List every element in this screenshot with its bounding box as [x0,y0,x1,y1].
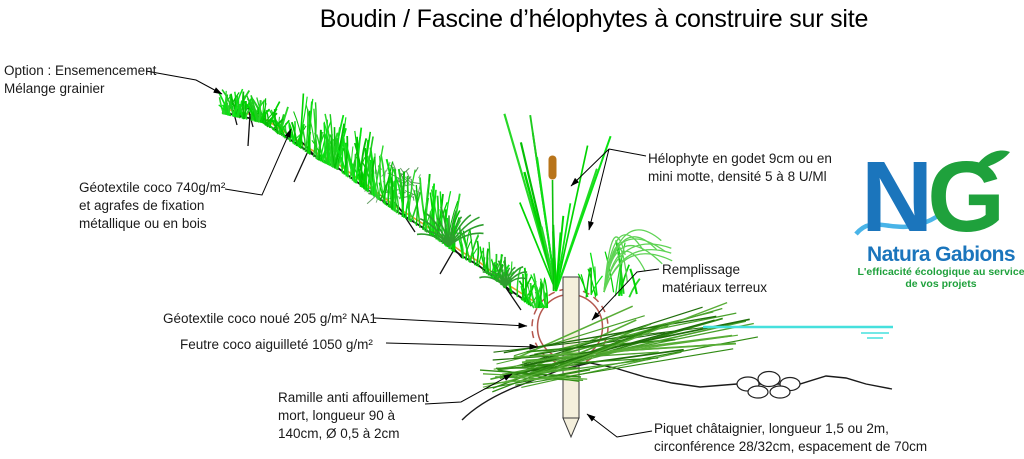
logo-decoration [852,150,1010,236]
label-line: Option : Ensemencement [4,63,157,78]
label-line: mort, longueur 90 à [278,408,396,423]
label-line: Feutre coco aiguilleté 1050 g/m² [180,337,373,352]
label-line: Remplissage [662,262,741,277]
label-piquet: Piquet châtaignier, longueur 1,5 ou 2m, … [654,420,927,456]
label-line: Piquet châtaignier, longueur 1,5 ou 2m, [654,421,889,436]
label-ramille: Ramille anti affouillement mort, longueu… [278,389,429,443]
label-line: matériaux terreux [662,280,768,295]
label-line: et agrafes de fixation [79,198,205,213]
label-remplissage: Remplissage matériaux terreux [662,261,767,297]
logo-tagline: L'efficacité écologique au service de vo… [852,266,1024,290]
brushwood-bundle [479,301,759,393]
label-option: Option : Ensemencement Mélange grainier [4,62,156,98]
label-line: Géotextile coco noué 205 g/m² NA1 [163,311,377,326]
label-helophyte: Hélophyte en godet 9cm ou en mini motte,… [648,150,832,186]
diagram-title: Boudin / Fascine d’hélophytes à construi… [319,5,869,33]
logo-letter-n: N [861,141,933,253]
label-line: métallique ou en bois [79,216,207,231]
stones [736,370,801,399]
label-line: Ramille anti affouillement [278,390,429,405]
label-geotextile-205: Géotextile coco noué 205 g/m² NA1 [163,310,377,328]
label-line: Hélophyte en godet 9cm ou en [648,151,832,166]
leafy-plants [416,206,528,288]
staples-group [231,105,522,311]
logo-wordmark: Natura Gabions [867,243,1016,266]
logo-tagline-line: de vos projets [905,277,977,290]
label-line: mini motte, densité 5 à 8 U/Ml [648,169,827,184]
logo-tagline-line: L'efficacité écologique au service [857,266,1024,278]
label-geotextile-740: Géotextile coco 740g/m² et agrafes de fi… [79,179,225,233]
helophyte-plant [503,113,612,292]
label-line: Mélange grainier [4,81,105,96]
arching-plant [603,229,673,293]
leader-lines [145,70,660,438]
label-feutre: Feutre coco aiguilleté 1050 g/m² [180,336,373,354]
water-level [703,325,893,339]
label-line: Géotextile coco 740g/m² [79,180,226,195]
logo-letter-g: G [927,141,1005,253]
label-line: circonférence 28/32cm, espacement de 70c… [654,439,928,454]
logo-letters: NG [861,147,1005,247]
label-line: 140cm, Ø 0,5 à 2cm [278,426,400,441]
